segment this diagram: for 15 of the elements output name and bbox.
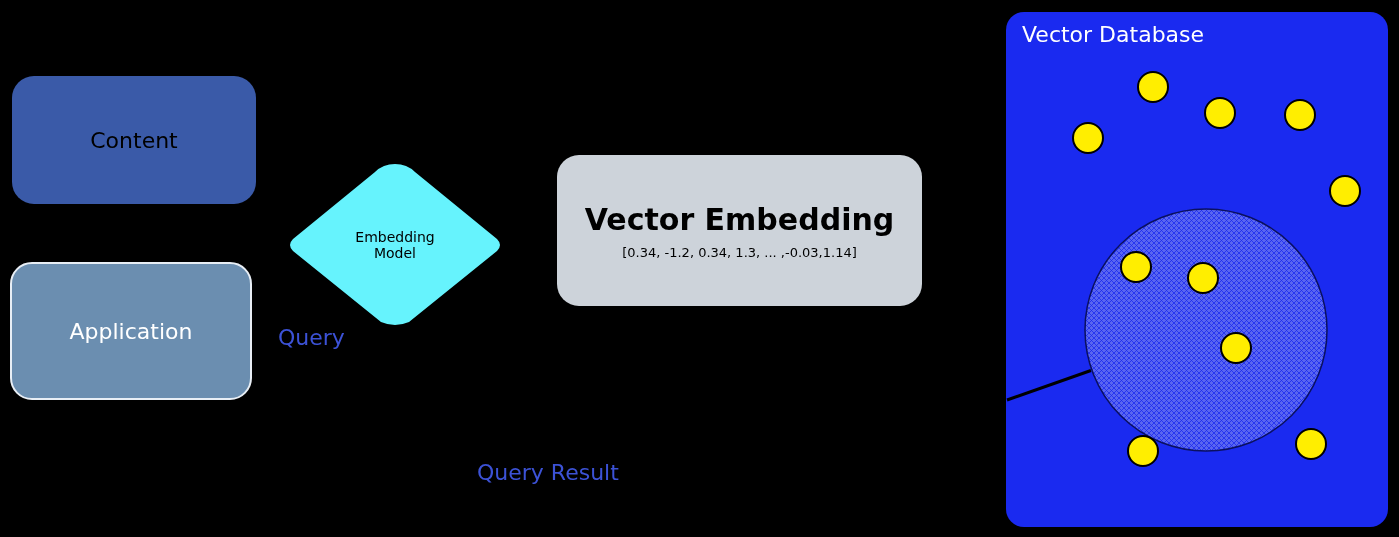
node-title: Content [90, 127, 178, 153]
decision-diamond [287, 162, 503, 328]
node-title: Vector Embedding [584, 201, 895, 237]
process-box [12, 76, 256, 204]
cluster-circle [1084, 208, 1328, 452]
process-box [557, 155, 922, 306]
text-label: Query Result [477, 460, 619, 485]
node-title: Vector Database [1022, 22, 1205, 47]
node-title: Embedding Model [354, 229, 436, 261]
connector-line [1006, 369, 1092, 402]
vector-values: [0.34, -1.2, 0.34, 1.3, ... ,-0.03,1.14] [622, 244, 857, 260]
process-box [10, 262, 252, 400]
node-title: Application [69, 318, 193, 344]
database-panel [1006, 12, 1388, 527]
text-label: Query [278, 325, 345, 350]
